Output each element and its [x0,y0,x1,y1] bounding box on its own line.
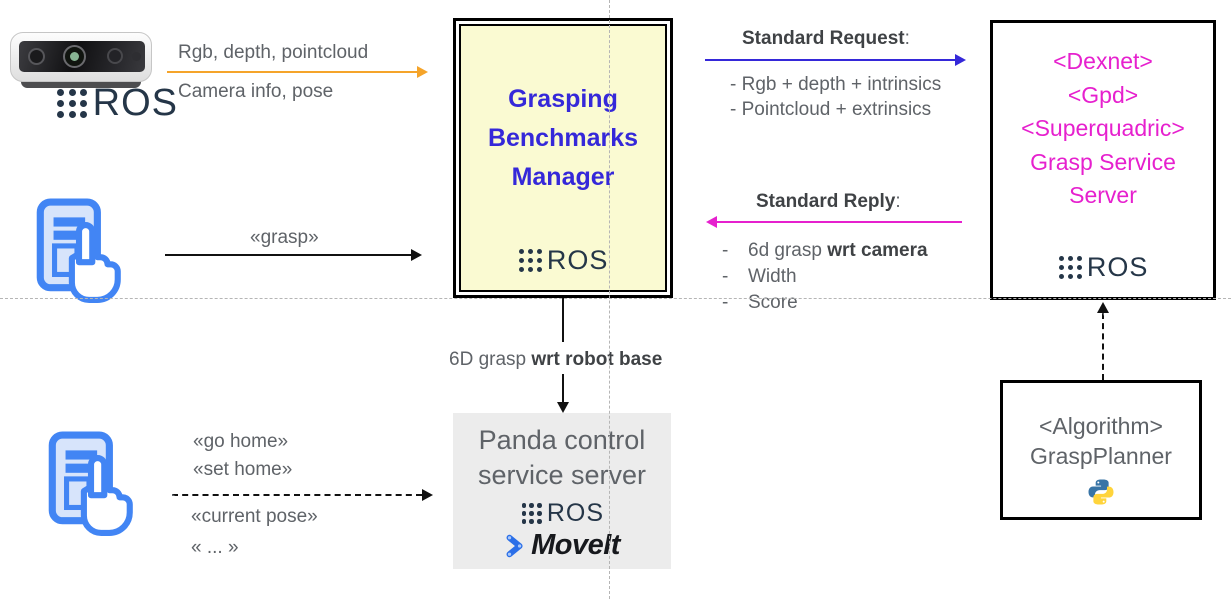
grasp-arrow [165,254,411,256]
manager-to-panda-line [562,298,564,342]
command-label: «current pose» [191,506,318,527]
standard-request-title: Standard Request: [742,28,910,49]
ros-logo: ROS [520,499,604,528]
camera-arrow-label-top: Rgb, depth, pointcloud [178,42,369,63]
user-command-icon [48,431,133,536]
algorithm-box-title: <Algorithm> GraspPlanner [1030,413,1172,469]
camera-body [10,32,152,82]
camera-to-manager-arrowhead [417,66,428,78]
reply-item: -6d grasp wrt camera [722,240,928,261]
ros-dots-icon [1058,255,1084,281]
panda-control-box: Panda control service server ROS MoveIt [453,413,671,569]
ros-dots-icon [520,502,543,525]
grasp-arrow-label: «grasp» [250,227,319,248]
commands-arrow [172,494,422,496]
planner-to-service-arrowhead [1097,302,1109,313]
command-label: « ... » [191,537,239,558]
robot-base-label: 6D grasp wrt robot base [449,349,663,370]
service-box-title: <Dexnet> <Gpd> <Superquadric> Grasp Serv… [1021,48,1185,208]
vertical-guide-line [609,0,610,599]
request-item: - Pointcloud + extrinsics [730,99,932,120]
panda-box-title: Panda control service server [477,425,647,490]
algorithm-graspplanner-box: <Algorithm> GraspPlanner [1000,380,1202,520]
reply-item: -Score [722,292,798,313]
camera-lens-icon [63,45,86,68]
camera-lens-glass [70,52,79,61]
user-command-icon [36,198,121,303]
ros-dots-icon [518,248,544,274]
grasping-benchmarks-manager-box: Grasping Benchmarks Manager ROS [453,18,673,298]
realsense-camera-image [10,32,152,90]
command-label: «set home» [193,459,293,480]
ros-logo: ROS [55,82,178,125]
ros-logo: ROS [1058,252,1149,283]
grasp-service-server-box: <Dexnet> <Gpd> <Superquadric> Grasp Serv… [990,20,1216,300]
moveit-chevron-icon [506,534,523,557]
moveit-logo-text: MoveIt [531,529,620,561]
ros-logo-text: ROS [546,245,609,275]
grasp-arrowhead [411,249,422,261]
command-label: «go home» [193,431,289,452]
horizontal-guide-line [0,298,1231,299]
ros-logo-text: ROS [1086,252,1149,282]
request-item: - Rgb + depth + intrinsics [730,74,942,95]
manager-to-panda-arrowhead [557,402,569,413]
standard-reply-title: Standard Reply: [756,191,901,212]
planner-to-service-line [1102,313,1104,380]
commands-arrowhead [422,489,433,501]
python-icon [1088,479,1114,505]
ros-dots-icon [55,86,89,120]
ros-logo-text: ROS [92,82,178,124]
camera-arrow-label-bottom: Camera info, pose [178,81,334,102]
standard-reply-arrow [716,221,962,223]
standard-request-arrow [705,59,955,61]
camera-ir-dot [132,52,141,61]
reply-item: -Width [722,266,797,287]
manager-to-panda-line [562,374,564,402]
camera-lens-icon [107,48,123,64]
ros-logo-text: ROS [546,499,605,527]
moveit-logo: MoveIt [504,529,620,562]
standard-request-arrowhead [955,54,966,66]
camera-lens-icon [28,48,45,65]
standard-reply-arrowhead [706,216,717,228]
camera-to-manager-arrow [167,71,417,73]
camera-base [21,79,141,88]
manager-title: Grasping Benchmarks Manager [487,85,639,191]
camera-face [19,41,145,72]
ros-logo: ROS [518,245,609,276]
